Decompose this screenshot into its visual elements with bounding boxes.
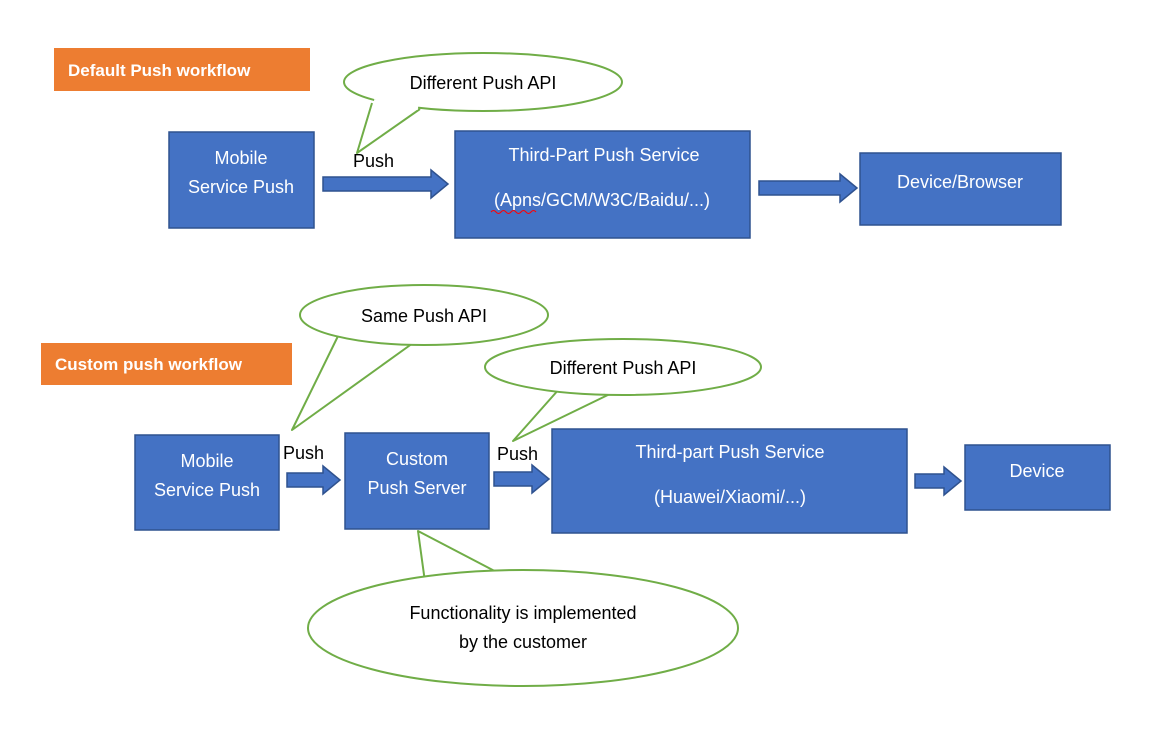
default-mobile-service-push-box: Mobile Service Push: [168, 131, 315, 229]
default-workflow-tag-label: Default Push workflow: [68, 61, 251, 80]
custom-server-line2: Push Server: [367, 478, 466, 498]
default-mobile-box-line1: Mobile: [214, 148, 267, 168]
custom-device-arrow: [914, 465, 963, 497]
custom-bubble-same-api: Same Push API: [291, 284, 549, 431]
custom-third-party-line1: Third-part Push Service: [635, 442, 824, 462]
custom-device-label: Device: [1009, 461, 1064, 481]
custom-bubble-different-label: Different Push API: [550, 358, 697, 378]
custom-note-line1: Functionality is implemented: [409, 603, 636, 623]
default-push-arrow: [322, 168, 450, 200]
custom-mobile-box-line2: Service Push: [154, 480, 260, 500]
default-mobile-box-line2: Service Push: [188, 177, 294, 197]
default-third-party-line2: (Apns/GCM/W3C/Baidu/...): [494, 190, 710, 210]
custom-mobile-box-line1: Mobile: [180, 451, 233, 471]
custom-bubble-different-api: Different Push API: [484, 338, 762, 442]
custom-device-box: Device: [964, 444, 1111, 511]
custom-push-arrow-1: [286, 464, 342, 496]
custom-mobile-service-push-box: Mobile Service Push: [134, 434, 280, 531]
custom-bubble-customer-note: Functionality is implemented by the cust…: [307, 530, 739, 687]
default-device-arrow: [758, 172, 859, 204]
custom-workflow: Same Push API Custom push workflow Diffe…: [41, 284, 1111, 687]
spellcheck-underline: [490, 210, 537, 214]
default-device-label: Device/Browser: [897, 172, 1023, 192]
custom-push-label-2: Push: [497, 444, 538, 464]
default-third-party-line1: Third-Part Push Service: [508, 145, 699, 165]
default-workflow: Default Push workflow Different Push API…: [54, 48, 1062, 239]
custom-push-label-1: Push: [283, 443, 324, 463]
custom-workflow-tag-label: Custom push workflow: [55, 355, 243, 374]
custom-workflow-tag: [41, 343, 292, 385]
custom-server-line1: Custom: [386, 449, 448, 469]
default-bubble-label: Different Push API: [410, 73, 557, 93]
default-push-label: Push: [353, 151, 394, 171]
custom-push-arrow-2: [493, 463, 551, 495]
custom-third-party-push-service-box: Third-part Push Service (Huawei/Xiaomi/.…: [551, 428, 908, 534]
custom-push-server-box: Custom Push Server: [344, 432, 490, 530]
default-workflow-tag: [54, 48, 310, 91]
default-third-party-push-service-box: Third-Part Push Service (Apns/GCM/W3C/Ba…: [454, 130, 751, 239]
default-device-browser-box: Device/Browser: [859, 152, 1062, 226]
custom-note-line2: by the customer: [459, 632, 587, 652]
custom-bubble-same-label: Same Push API: [361, 306, 487, 326]
default-bubble-different-api: Different Push API: [343, 52, 623, 154]
custom-third-party-line2: (Huawei/Xiaomi/...): [654, 487, 806, 507]
